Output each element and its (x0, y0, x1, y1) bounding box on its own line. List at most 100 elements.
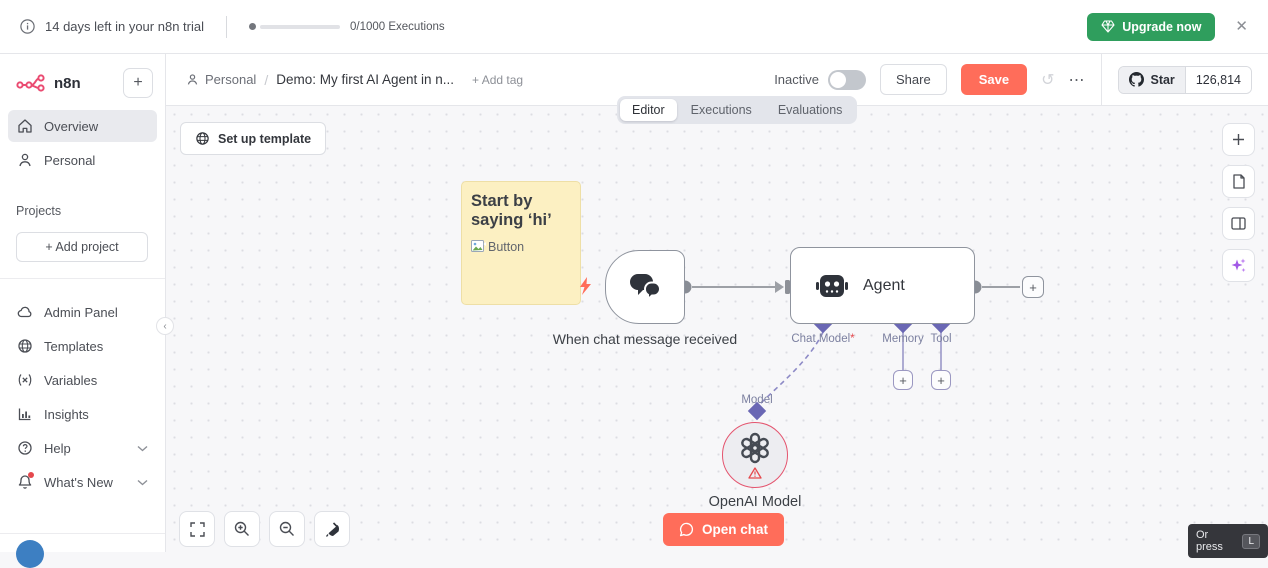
sidebar-item-label: Overview (44, 119, 98, 134)
sticky-note[interactable]: Start by saying ‘hi’ Button (461, 181, 581, 305)
help-icon (17, 440, 33, 456)
home-icon (17, 118, 33, 134)
chat-bubbles-icon (627, 272, 663, 302)
connector-name: Chat Model (791, 333, 850, 345)
tab-editor[interactable]: Editor (620, 99, 677, 121)
globe-icon (17, 338, 33, 354)
setup-template-button[interactable]: Set up template (180, 122, 326, 155)
zoom-in-icon (234, 521, 250, 537)
divider (1101, 54, 1102, 106)
trial-banner: 14 days left in your n8n trial 0/1000 Ex… (0, 0, 1268, 54)
sidebar-item-templates[interactable]: Templates (0, 329, 165, 363)
agent-node-title: Agent (863, 277, 905, 295)
new-workflow-button[interactable]: + (123, 68, 153, 98)
columns-icon (1231, 217, 1246, 230)
sidebar-item-admin-panel[interactable]: Admin Panel (0, 295, 165, 329)
sidebar-collapse-button[interactable]: ‹ (156, 317, 174, 335)
openai-icon (738, 431, 772, 465)
sidebar-item-personal[interactable]: Personal (8, 144, 157, 176)
github-star-widget[interactable]: Star 126,814 (1118, 66, 1252, 94)
sparkles-icon (1230, 257, 1247, 274)
required-asterisk: * (850, 333, 854, 345)
more-menu-button[interactable]: ⋯ (1068, 70, 1085, 90)
sidebar-item-help[interactable]: Help (0, 431, 165, 465)
add-sticky-note-button[interactable] (1222, 165, 1255, 198)
variables-icon (17, 372, 33, 388)
open-chat-button[interactable]: Open chat (663, 513, 784, 546)
projects-label: Projects (0, 178, 165, 230)
add-tool-button[interactable]: + (931, 370, 951, 390)
save-button[interactable]: Save (961, 64, 1027, 95)
setup-template-label: Set up template (218, 132, 311, 146)
open-chat-label: Open chat (702, 522, 768, 537)
plus-icon (1232, 133, 1245, 146)
notification-dot (28, 472, 34, 478)
sidebar: n8n + Overview Personal Projects + Add p… (0, 54, 166, 552)
tab-evaluations[interactable]: Evaluations (766, 99, 855, 121)
globe-icon (195, 131, 210, 146)
star-label: Star (1150, 73, 1174, 87)
agent-node[interactable]: Agent (790, 247, 975, 324)
activation-toggle[interactable] (828, 70, 866, 90)
openai-model-node[interactable] (722, 422, 788, 488)
ai-assistant-button[interactable] (1222, 249, 1255, 282)
sidebar-footer (0, 533, 165, 552)
activation-control: Inactive (774, 70, 866, 90)
info-icon (20, 19, 35, 34)
workflow-title[interactable]: Demo: My first AI Agent in n... (276, 72, 454, 87)
breadcrumb-project-label: Personal (205, 72, 256, 87)
breadcrumb-separator: / (264, 72, 268, 88)
breadcrumb-project[interactable]: Personal (186, 72, 256, 87)
keyboard-hint: Or press L (1188, 524, 1268, 558)
view-tabs: Editor Executions Evaluations (617, 96, 857, 124)
fit-view-icon (190, 522, 205, 537)
sidebar-item-label: Personal (44, 153, 95, 168)
file-icon (1232, 174, 1246, 189)
add-node-after-agent-button[interactable]: + (1022, 276, 1044, 298)
progress-bar (260, 25, 340, 29)
sidebar-item-overview[interactable]: Overview (8, 110, 157, 142)
zoom-out-button[interactable] (269, 511, 305, 547)
divider (0, 278, 165, 279)
tab-executions[interactable]: Executions (679, 99, 764, 121)
sticky-image-alt: Button (488, 240, 524, 254)
sidebar-item-whats-new[interactable]: What's New (0, 465, 165, 499)
fit-view-button[interactable] (179, 511, 215, 547)
github-icon (1129, 72, 1144, 87)
add-project-button[interactable]: + Add project (16, 232, 148, 262)
sticky-note-title: Start by saying ‘hi’ (471, 192, 571, 231)
add-memory-button[interactable]: + (893, 370, 913, 390)
sidebar-item-label: Admin Panel (44, 305, 118, 320)
trigger-lightning-icon (578, 276, 593, 296)
upgrade-label: Upgrade now (1122, 20, 1201, 34)
tidy-up-button[interactable] (314, 511, 350, 547)
hint-text: Or press (1196, 529, 1236, 553)
avatar[interactable] (16, 540, 44, 568)
add-tag-button[interactable]: + Add tag (472, 73, 523, 87)
executions-progress (249, 23, 340, 30)
executions-count: 0/1000 Executions (350, 21, 445, 33)
chat-trigger-node[interactable] (605, 250, 685, 324)
sidebar-item-label: Help (44, 441, 71, 456)
robot-icon (815, 272, 849, 300)
add-node-button[interactable] (1222, 123, 1255, 156)
person-icon (186, 73, 199, 86)
share-button[interactable]: Share (880, 64, 947, 95)
zoom-in-button[interactable] (224, 511, 260, 547)
hint-key: L (1242, 534, 1260, 549)
workflow-canvas[interactable]: Set up template Start by saying ‘hi’ (166, 106, 1268, 552)
warning-icon (748, 467, 762, 479)
sidebar-item-variables[interactable]: Variables (0, 363, 165, 397)
close-banner-icon[interactable]: ✕ (1235, 19, 1248, 34)
toggle-knob (830, 72, 846, 88)
broken-image-icon (471, 240, 486, 253)
sidebar-item-insights[interactable]: Insights (0, 397, 165, 431)
chart-icon (17, 406, 33, 422)
chat-trigger-label: When chat message received (545, 330, 745, 348)
trial-message: 14 days left in your n8n trial (45, 19, 204, 34)
split-panel-button[interactable] (1222, 207, 1255, 240)
brand-name: n8n (54, 75, 81, 92)
divider (226, 16, 227, 38)
upgrade-button[interactable]: Upgrade now (1087, 13, 1215, 41)
chevron-down-icon (137, 479, 148, 486)
